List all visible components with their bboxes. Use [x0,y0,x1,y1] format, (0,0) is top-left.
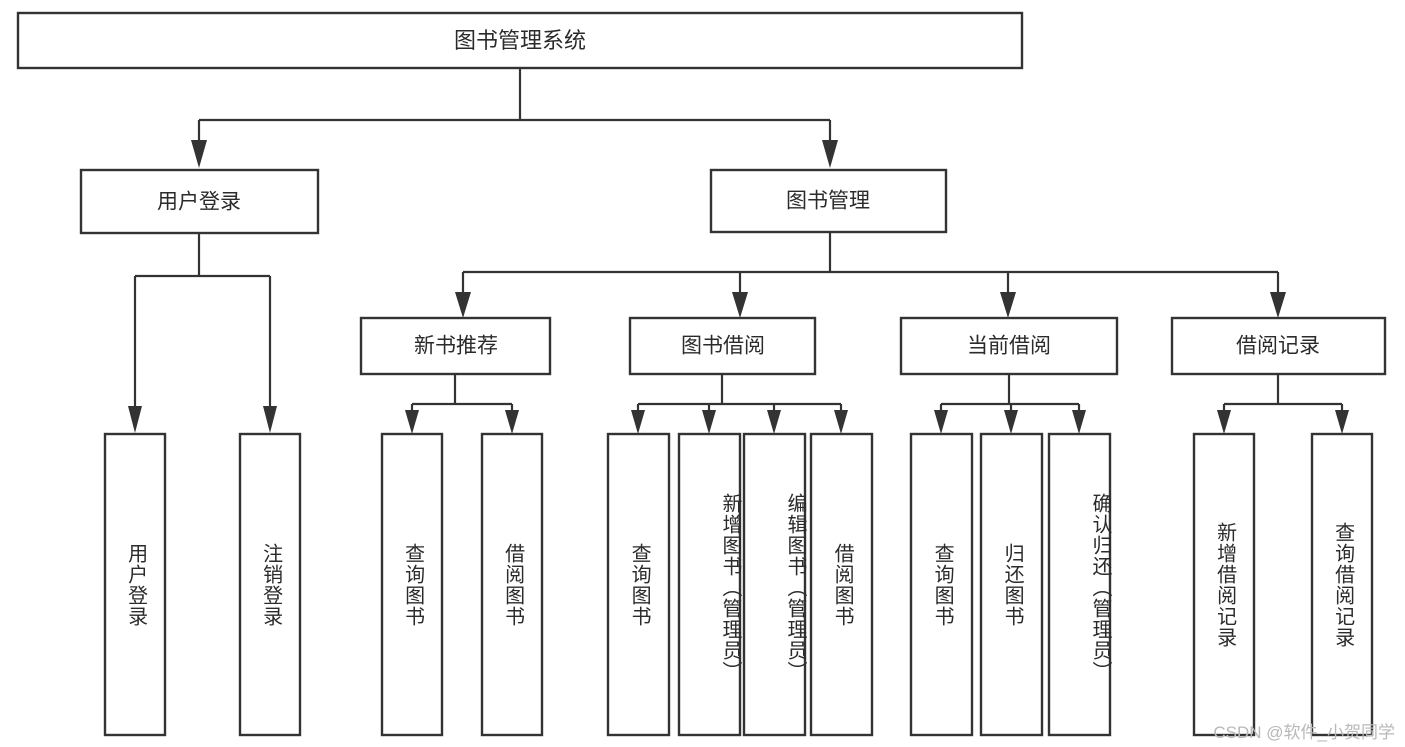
connector-group-root [191,68,838,168]
node-book-management-label: 图书管理 [786,190,870,213]
arrow-head-bb-leaf4 [834,410,848,434]
node-root-box[interactable] [16,11,1024,70]
leaf-box-logout[interactable] [238,432,302,737]
node-book-borrow-label: 图书借阅 [681,335,765,358]
arrow-head-bookborrow [732,292,748,318]
arrow-head-cb-leaf1 [934,410,948,434]
leaf-boxes-new-book-recommend [380,432,544,737]
arrow-head-userlogin [191,140,207,168]
arrow-head-cb-leaf2 [1004,410,1018,434]
connector-group-currentborrow [934,374,1086,434]
node-current-borrow-box[interactable] [899,316,1119,376]
arrow-head-br-leaf1 [1217,410,1231,434]
node-user-login-box[interactable] [79,168,320,235]
leaf-boxes-user-login [103,432,302,737]
arrow-head-newbook [455,292,471,318]
arrow-head-borrowrecord [1270,292,1286,318]
leaf-box-query-book-3[interactable] [909,432,974,737]
leaf-box-user-login[interactable] [103,432,167,737]
node-root-system[interactable]: 图书管理系统 [16,11,1024,70]
connector-group-bookborrow [631,374,848,434]
connector-group-newbook [405,374,519,434]
node-new-book-recommend-box[interactable] [359,316,552,376]
node-borrow-record-box[interactable] [1170,316,1387,376]
node-root-label: 图书管理系统 [454,28,586,53]
arrow-head-cb-leaf3 [1072,410,1086,434]
node-book-borrow[interactable]: 图书借阅 [628,316,817,376]
arrow-head-br-leaf2 [1335,410,1349,434]
leaf-box-edit-book-admin[interactable] [742,432,807,737]
node-current-borrow-label: 当前借阅 [967,335,1051,358]
node-book-management-box[interactable] [709,168,948,234]
arrow-head-nb-leaf1 [405,410,419,434]
node-user-login[interactable]: 用户登录 [79,168,320,235]
leaf-box-query-book-1[interactable] [380,432,444,737]
connector-group-borrowrecord [1217,374,1349,434]
arrow-head-currentborrow [1000,292,1016,318]
node-current-borrow[interactable]: 当前借阅 [899,316,1119,376]
node-user-login-label: 用户登录 [157,191,241,214]
arrow-head-leaf-logout [263,406,277,433]
leaf-box-add-book-admin[interactable] [677,432,742,737]
leaf-boxes-borrow-record [1192,432,1374,737]
node-book-management[interactable]: 图书管理 [709,168,948,234]
arrow-head-bb-leaf2 [702,410,716,434]
node-new-book-recommend[interactable]: 新书推荐 [359,316,552,376]
leaf-box-confirm-return-admin[interactable] [1047,432,1112,737]
leaf-boxes-book-borrow [606,432,874,737]
node-borrow-record-label: 借阅记录 [1236,335,1320,358]
leaf-box-borrow-book-1[interactable] [480,432,544,737]
connector-group-userlogin [128,233,277,433]
connector-group-bookmgmt [455,232,1286,318]
leaf-boxes-current-borrow [909,432,1112,737]
leaf-box-add-borrow-record[interactable] [1192,432,1256,737]
arrow-head-bb-leaf3 [767,410,781,434]
watermark-text: CSDN @软件_小贺同学 [1213,723,1395,742]
node-book-borrow-box[interactable] [628,316,817,376]
node-borrow-record[interactable]: 借阅记录 [1170,316,1387,376]
arrow-head-bb-leaf1 [631,410,645,434]
leaf-box-query-borrow-record[interactable] [1310,432,1374,737]
leaf-box-return-book[interactable] [979,432,1044,737]
leaf-box-query-book-2[interactable] [606,432,671,737]
arrow-head-bookmgmt [822,140,838,168]
arrow-head-leaf-user-login [128,406,142,433]
node-new-book-recommend-label: 新书推荐 [414,335,498,358]
arrow-head-nb-leaf2 [505,410,519,434]
leaf-box-borrow-book-2[interactable] [809,432,874,737]
